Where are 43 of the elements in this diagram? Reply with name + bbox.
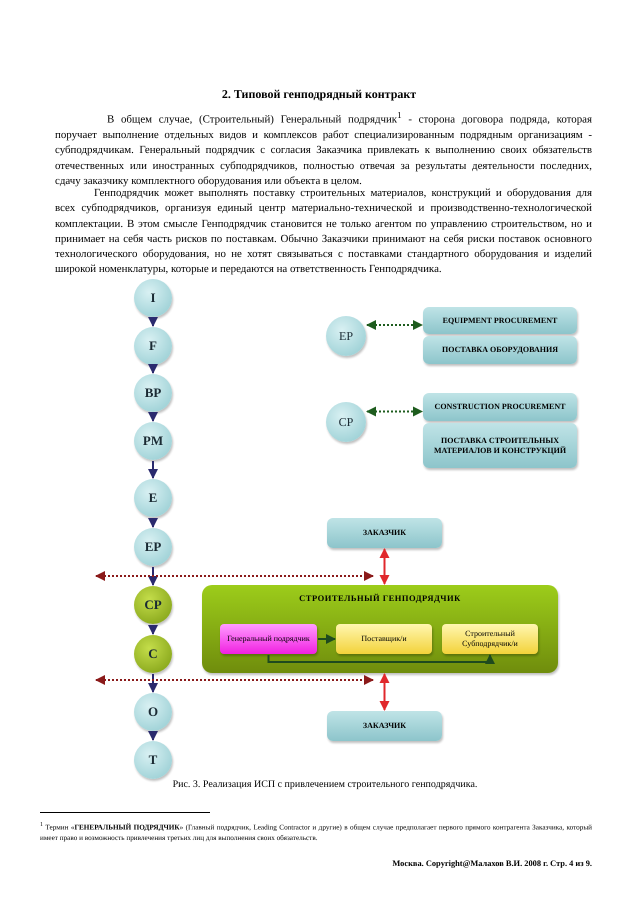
process-box: EQUIPMENT PROCUREMENT: [423, 307, 577, 334]
arrow: [148, 461, 158, 479]
page-footer: Москва. Copyright@Малахов В.И. 2008 г. Стр. 4 из 9.: [300, 856, 592, 872]
group-box: [202, 585, 558, 673]
arrow: [148, 567, 158, 586]
process-box: ПОСТАВКА СТРОИТЕЛЬНЫХ МАТЕРИАЛОВ И КОНСТРУКЦИЙ: [423, 423, 577, 468]
circle-node: E: [134, 479, 172, 517]
circle-node: T: [134, 741, 172, 779]
arrow: [148, 412, 158, 422]
arrow: [148, 674, 158, 693]
circle-node: C: [134, 635, 172, 673]
arrow: [148, 731, 158, 741]
circle-node: O: [134, 693, 172, 731]
circle-node: BP: [134, 374, 172, 412]
arrow: [366, 406, 423, 416]
process-box: ЗАКАЗЧИК: [327, 711, 442, 741]
arrow: [148, 364, 158, 374]
group-title: СТРОИТЕЛЬНЫЙ ГЕНПОДРЯДЧИК: [299, 593, 461, 603]
process-box: Поставщик/и: [336, 624, 432, 654]
arrow: [380, 548, 390, 585]
arrow: [148, 625, 158, 635]
arrow: [148, 317, 158, 327]
heading: 2. Типовой генподрядный контракт: [220, 87, 418, 102]
circle-node: EP: [326, 316, 366, 356]
circle-node: F: [134, 327, 172, 365]
arrow: [148, 518, 158, 528]
process-box: ПОСТАВКА ОБОРУДОВАНИЯ: [423, 336, 577, 364]
process-box: Генеральный подрядчик: [220, 624, 317, 654]
circle-node: I: [134, 279, 172, 317]
circle-node: CP: [134, 586, 172, 624]
process-box: ЗАКАЗЧИК: [327, 518, 442, 548]
circle-node: EP: [134, 528, 172, 566]
paragraph: В общем случае, (Строительный) Генеральный подрядчик$^{1}$ - сторона договора подряда, которая поручает выполнение отдельных видов и комплексов работ специализированным подрядным организациям - субподрядчикам. Генеральный подрядчик с согласия Заказчика привлекать к выполнению своих обязательств отечественных или иностранных субподрядчиков, полностью отвечая за результаты деятельности последних, сдачу заказчику комплектного оборудования или объекта в целом.: [55, 109, 592, 188]
arrow: [380, 673, 390, 711]
figure-caption: Рис. 3. Реализация ИСП с привлечением строительного генподрядчика.: [172, 779, 478, 790]
circle-node: CP: [326, 402, 366, 442]
arrow: [366, 320, 423, 330]
arrow: [318, 634, 336, 644]
circle-node: PM: [134, 422, 172, 460]
arrow: [268, 654, 495, 664]
process-box: CONSTRUCTION PROCUREMENT: [423, 393, 577, 421]
paragraph: Генподрядчик может выполнять поставку строительных материалов, конструкций и оборудования для всех субподрядчиков, организуя единый центр материально-технической и производственно-технологической комплектации. В этом смысле Генподрядчик становится не только агентом по управлению строительством, но и принимает на себя часть рисков по поставкам. Обычно Заказчики принимают на себя риски поставок основного технологического оборудования, но не хотят связываться с поставками стандартного оборудования и изделий широкой номенклатуры, которые и передаются на ответственность Генподрядчика.: [55, 186, 592, 278]
process-box: Строительный Субподрядчик/и: [442, 624, 538, 654]
